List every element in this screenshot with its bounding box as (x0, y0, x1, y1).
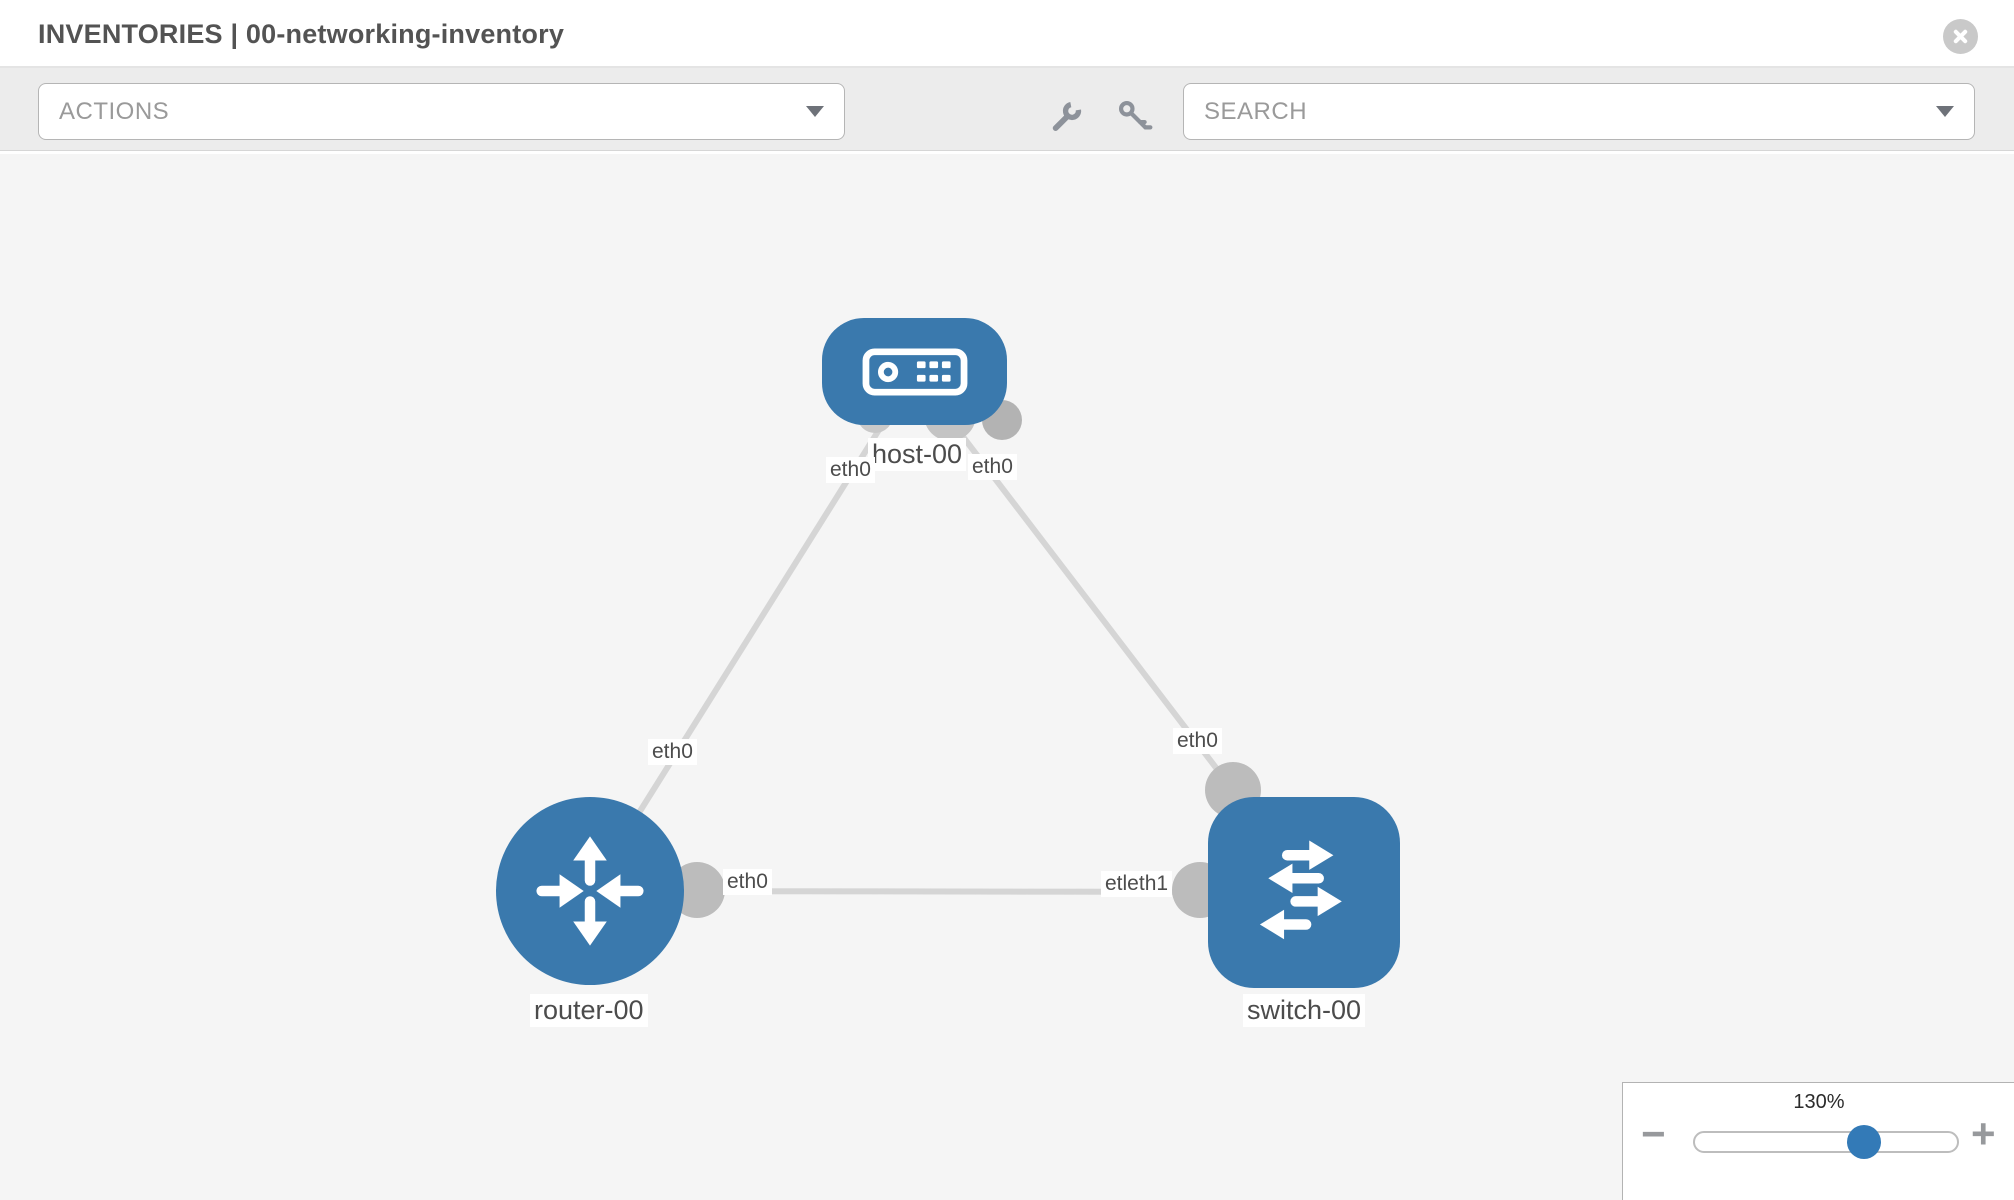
node-label-switch: switch-00 (1243, 994, 1366, 1028)
zoom-control-panel: 130% − + (1622, 1082, 2014, 1200)
router-icon (536, 836, 644, 946)
actions-dropdown-label: ACTIONS (59, 97, 170, 125)
switch-icon (1259, 840, 1342, 939)
node-host-00[interactable] (822, 318, 1007, 425)
wrench-icon (1052, 101, 1082, 132)
toolbar: ACTIONS SEARCH (0, 68, 2014, 151)
node-label-router: router-00 (530, 994, 648, 1028)
zoom-out-button[interactable]: − (1641, 1110, 1666, 1157)
actions-dropdown[interactable]: ACTIONS (38, 83, 845, 140)
topology-canvas[interactable]: host-00 router-00 switch-00 eth0 eth0 et… (0, 154, 2014, 1200)
node-router-00[interactable] (496, 797, 684, 985)
iface-label-switch-left: etleth1 (1101, 871, 1173, 898)
page-title: INVENTORIES | 00-networking-inventory (38, 19, 565, 49)
search-dropdown-label: SEARCH (1204, 97, 1308, 125)
iface-label-host-left: eth0 (826, 457, 875, 484)
chevron-down-icon (1936, 106, 1954, 117)
iface-label-router-host: eth0 (648, 739, 697, 766)
close-button[interactable] (1943, 19, 1978, 54)
zoom-in-button[interactable]: + (1971, 1110, 1996, 1157)
iface-label-host-right: eth0 (968, 454, 1017, 481)
x-icon (1953, 29, 1968, 44)
node-label-host: host-00 (868, 438, 967, 472)
key-icon (1118, 100, 1153, 130)
host-icon (862, 347, 967, 396)
zoom-slider-track[interactable] (1693, 1125, 1959, 1159)
iface-label-host-switch: eth0 (1173, 728, 1222, 755)
topology-links-layer (587, 389, 1305, 918)
search-dropdown[interactable]: SEARCH (1183, 83, 1975, 140)
zoom-value: 130% (1793, 1091, 1845, 1113)
titlebar: INVENTORIES | 00-networking-inventory (0, 0, 2014, 68)
iface-label-router-right: eth0 (723, 869, 772, 896)
wrench-button[interactable] (1047, 97, 1087, 137)
zoom-slider-thumb[interactable] (1847, 1125, 1881, 1159)
chevron-down-icon (806, 106, 824, 117)
node-switch-00[interactable] (1208, 797, 1400, 988)
key-button[interactable] (1114, 97, 1154, 137)
